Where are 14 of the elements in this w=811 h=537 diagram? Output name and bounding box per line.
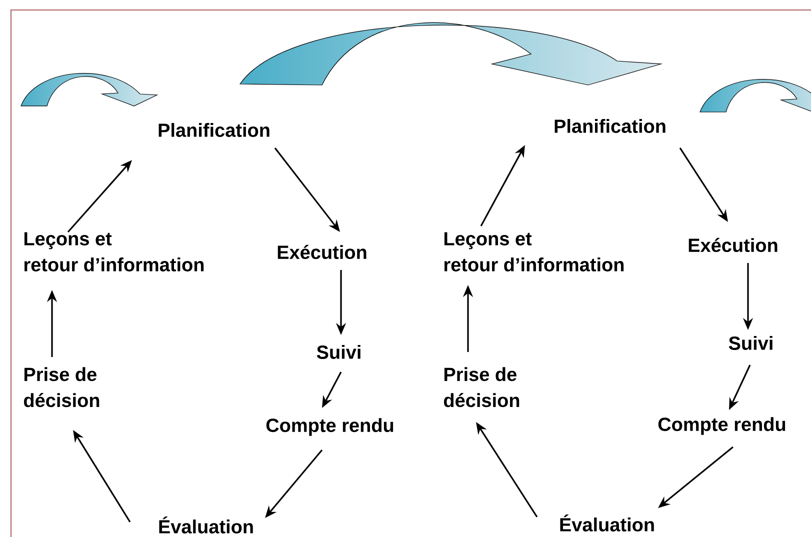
step-label: Leçons et retour d’information — [24, 232, 204, 272]
step-label: Suivi — [316, 345, 360, 359]
step-label: Planification — [158, 123, 270, 137]
step-label: Évaluation — [159, 516, 253, 534]
step-label: Compte rendu — [658, 417, 786, 435]
step-label: Suivi — [728, 336, 772, 350]
step-label: Compte rendu — [266, 418, 394, 436]
step-label: Évaluation — [560, 514, 654, 532]
step-label: Exécution — [278, 244, 366, 260]
step-label: Prise de décision — [444, 367, 520, 408]
step-label: Leçons et retour d’information — [444, 232, 624, 272]
step-label: Exécution — [688, 238, 778, 252]
step-label: Prise de décision — [24, 367, 100, 408]
step-label: Planification — [554, 119, 666, 133]
